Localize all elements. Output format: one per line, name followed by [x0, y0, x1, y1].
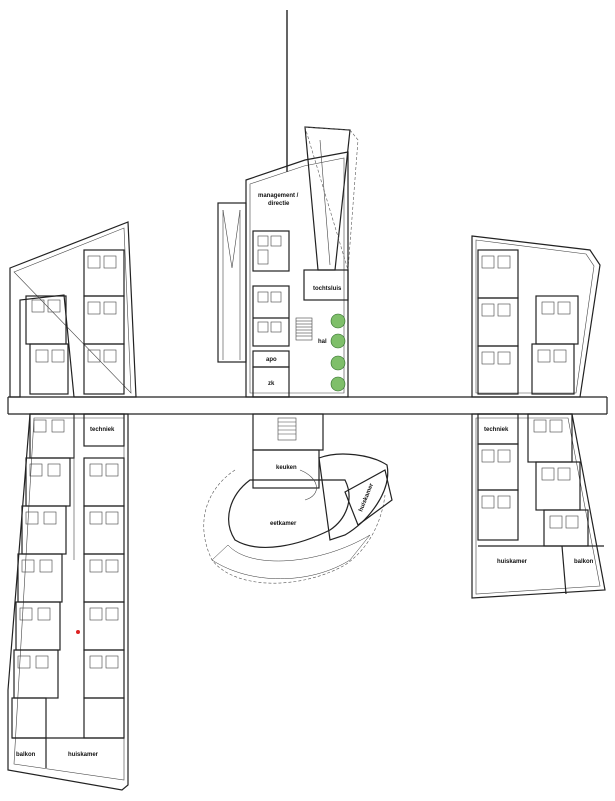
label-tochtsluis: tochtsluis [313, 286, 342, 292]
label-directie: directie [268, 201, 290, 207]
marker-dot [76, 630, 80, 634]
left-wing-lower [7, 413, 129, 791]
dining-block [203, 413, 393, 584]
hall-stair [295, 317, 313, 341]
label-techniek-right: techniek [484, 427, 509, 433]
label-huiskamer-left: huiskamer [68, 752, 99, 758]
right-wing-upper [471, 235, 601, 398]
label-apo: apo [266, 357, 277, 363]
label-huiskamer-right: huiskamer [497, 559, 528, 565]
tree-icon [330, 355, 346, 371]
label-zk: zk [268, 381, 275, 387]
tree-icon [330, 333, 346, 349]
label-huiskamer-curved: huiskamer [358, 482, 375, 513]
label-techniek-left: techniek [90, 427, 115, 433]
label-eetkamer: eetkamer [270, 521, 297, 527]
label-balkon-left: balkon [16, 752, 36, 758]
central-block [217, 126, 359, 398]
left-wing-upper [9, 221, 137, 398]
hall-trees [330, 313, 346, 392]
label-hal: hal [318, 339, 327, 345]
tree-icon [330, 313, 346, 329]
main-corridor [7, 396, 608, 415]
label-management: management / [258, 193, 299, 199]
label-balkon-right: balkon [574, 559, 594, 565]
right-wing-lower [471, 413, 606, 599]
label-keuken: keuken [276, 465, 297, 471]
tree-icon [330, 376, 346, 392]
